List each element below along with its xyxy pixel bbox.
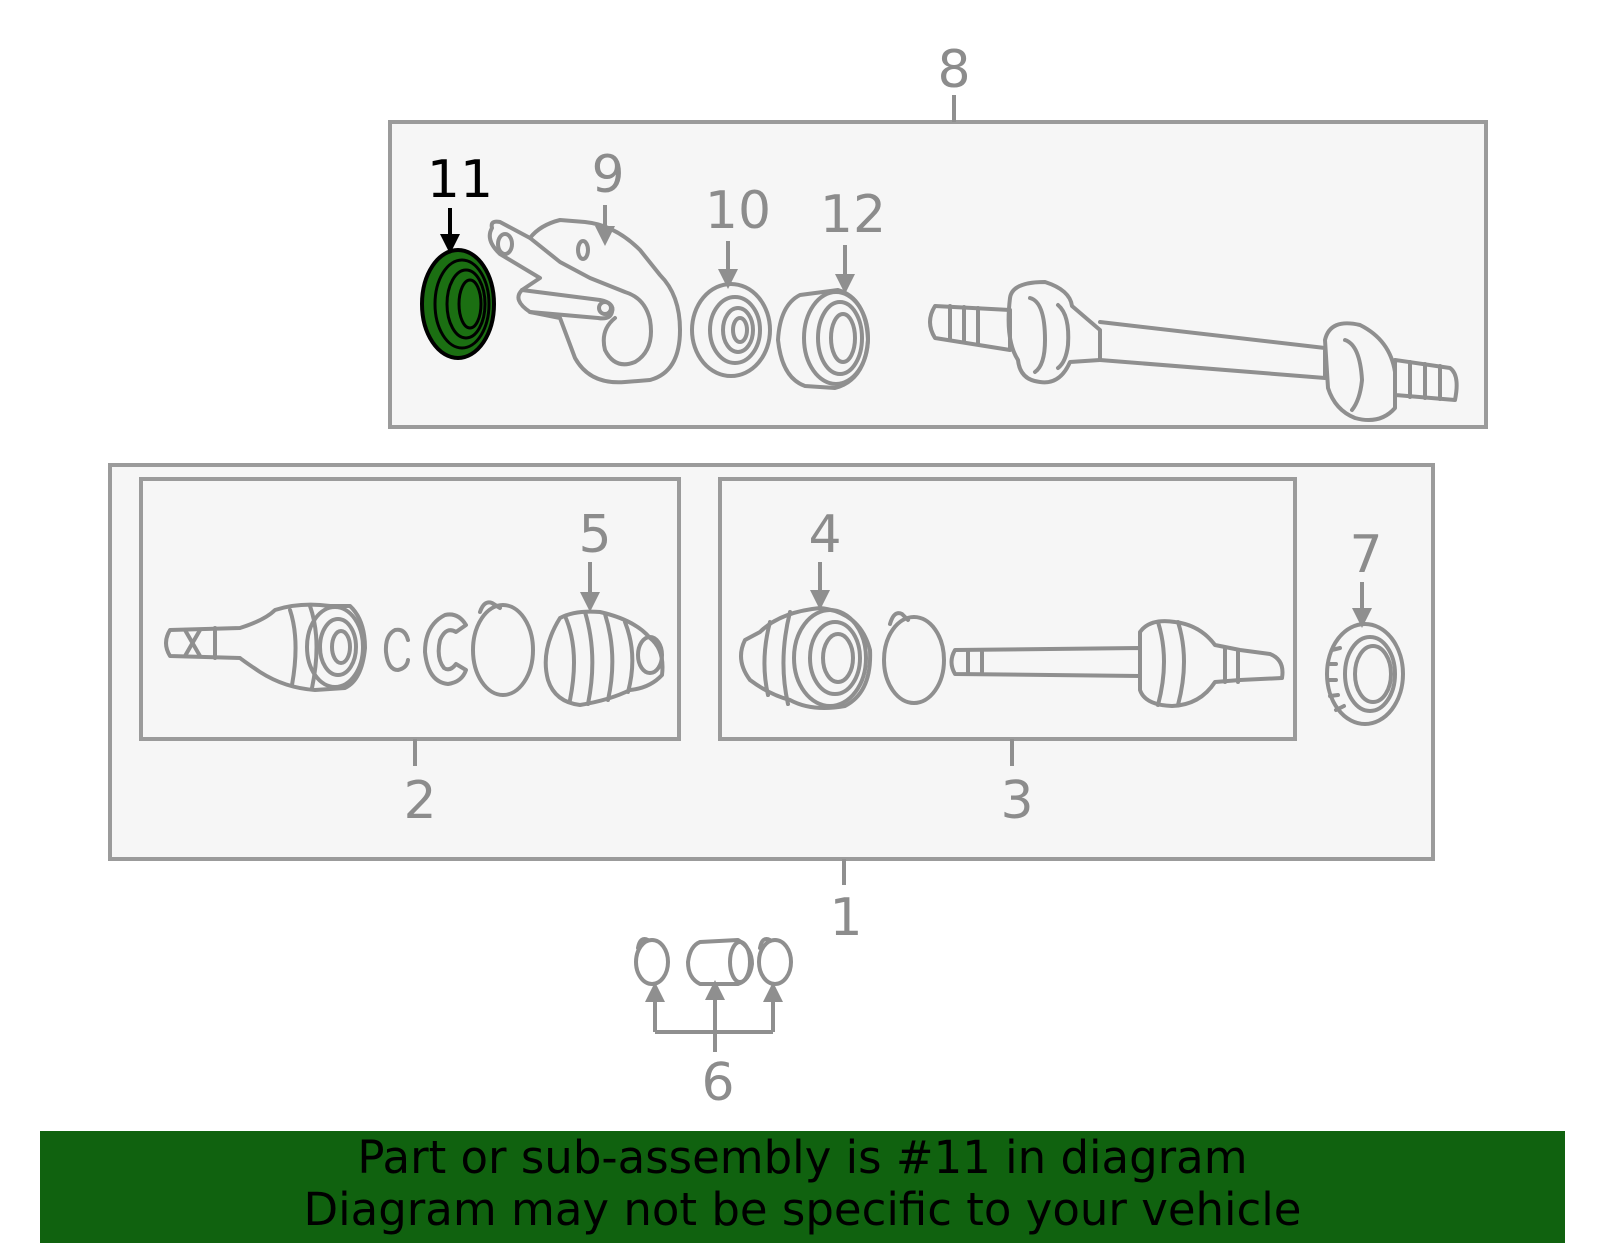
leader-6 xyxy=(645,980,783,1052)
subassembly-box-3 xyxy=(718,477,1297,741)
banner-line-2: Diagram may not be specific to your vehi… xyxy=(303,1183,1302,1236)
part-6-clamps[interactable] xyxy=(634,937,793,986)
callout-11[interactable]: 11 xyxy=(427,150,493,210)
part-8-axle-shaft[interactable] xyxy=(928,280,1459,422)
callout-5[interactable]: 5 xyxy=(578,505,611,565)
callout-9[interactable]: 9 xyxy=(591,145,624,205)
info-banner: Part or sub-assembly is #11 in diagram D… xyxy=(40,1131,1565,1243)
callout-7[interactable]: 7 xyxy=(1349,525,1382,585)
part-7-tone-ring[interactable] xyxy=(1325,622,1405,726)
callout-2[interactable]: 2 xyxy=(403,771,436,831)
part-3-clamp[interactable] xyxy=(882,611,946,705)
assembly-box-8 xyxy=(388,120,1488,429)
callout-3[interactable]: 3 xyxy=(1000,771,1033,831)
callout-4[interactable]: 4 xyxy=(808,505,841,565)
part-2-outer-joint[interactable] xyxy=(164,602,367,692)
callout-6[interactable]: 6 xyxy=(701,1053,734,1113)
callout-12[interactable]: 12 xyxy=(820,185,886,245)
part-5-boot[interactable] xyxy=(543,609,665,707)
callout-1[interactable]: 1 xyxy=(829,888,862,948)
part-2-clips[interactable] xyxy=(383,600,535,697)
part-11-seal[interactable] xyxy=(420,248,496,360)
part-3-inner-shaft[interactable] xyxy=(949,619,1285,708)
banner-line-1: Part or sub-assembly is #11 in diagram xyxy=(357,1131,1248,1184)
part-9-housing[interactable] xyxy=(487,218,682,385)
assembly-box-1 xyxy=(108,463,1435,861)
callout-10[interactable]: 10 xyxy=(705,181,771,241)
callout-8[interactable]: 8 xyxy=(937,40,970,100)
subassembly-box-2 xyxy=(139,477,681,741)
